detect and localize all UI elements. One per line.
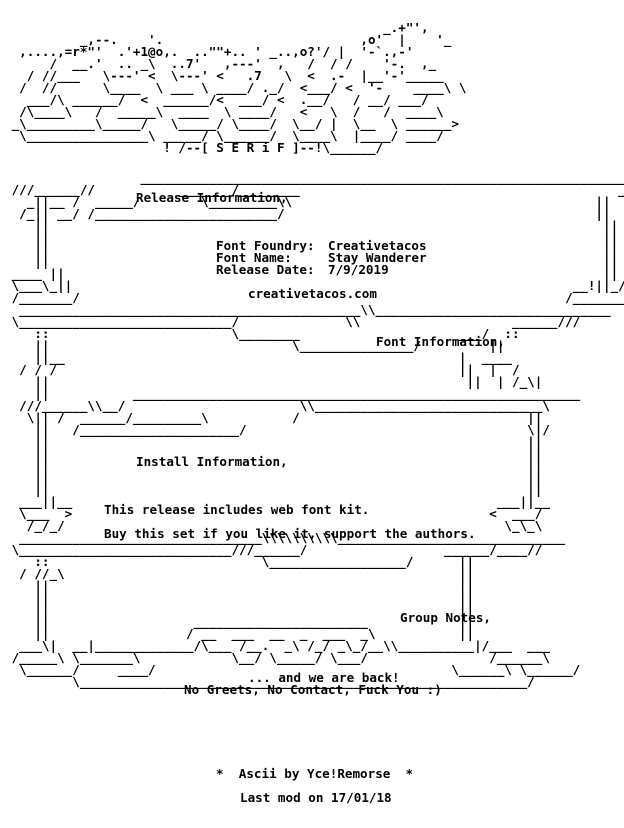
logo-art-line: /\____\ / _____\ ____ \ ____/ < \ / / __… bbox=[4, 104, 444, 119]
font-name-label: Font Name: bbox=[216, 250, 292, 265]
frame-art-line: \____________________________///______/ … bbox=[4, 542, 543, 557]
frame-art-line: || || bbox=[4, 578, 475, 593]
frame-art-line: || || bbox=[4, 482, 543, 497]
frame-art-line: \______/ ____/ \______\ \______/ bbox=[4, 662, 581, 677]
logo-art-line: _.+"', bbox=[4, 20, 429, 35]
frame-art-line: :: \__________________/ || bbox=[4, 554, 475, 569]
logo-art-line: ___/\ ______/ < ______/< ___/ < .__/ / _… bbox=[4, 92, 429, 107]
frame-art-line: / //_\ || bbox=[4, 566, 475, 581]
font-foundry-label: Font Foundry: bbox=[216, 238, 315, 253]
logo-art-line: \________________\ _____/ \______/ \____… bbox=[4, 128, 444, 143]
frame-art-line: || \_______________/ || bbox=[4, 338, 505, 353]
frame-art-line: / / / || | / bbox=[4, 362, 520, 377]
frame-art-line: || || bbox=[4, 458, 543, 473]
serif-ascii-logo: _.+"', _,--. '. ,o' | '_ ,....,=r*"' .'+… bbox=[4, 20, 467, 155]
frame-art-line: || || bbox=[4, 602, 475, 617]
frame-art-line: \_______________________________________… bbox=[4, 674, 535, 689]
group-notes-line-2: No Greets, No Contact, Fuck You :) bbox=[184, 682, 442, 697]
frame-art-line: ___\| __|_____________/\___ /__. _\ /_/ … bbox=[4, 638, 550, 653]
frame-art-line: ___||__ ___||__ bbox=[4, 494, 550, 509]
font-foundry-value: Creativetacos bbox=[328, 238, 427, 253]
release-date-label: Release Date: bbox=[216, 262, 315, 277]
frame-art-line: /_______/ /________/ bbox=[4, 290, 624, 305]
logo-art-line: ! /--[ S E R i F ]--!\______/ bbox=[4, 140, 384, 155]
frame-art-line: || || bbox=[4, 254, 619, 269]
frame-art-line: ________________________________________… bbox=[4, 302, 611, 317]
frame-art-line: \____________________________/ \\ ______… bbox=[4, 314, 581, 329]
frame-art-line: ///______// _______/________ ___\ bbox=[4, 182, 624, 197]
frame-art-line: || || bbox=[4, 590, 475, 605]
frame-art-line: || || bbox=[4, 470, 543, 485]
font-information-header: Font Information, bbox=[376, 334, 505, 349]
frame-art-line: || / __ ___ __ _ ___ _\ || bbox=[4, 626, 475, 641]
ascii-credit: * Ascii by Yce!Remorse * bbox=[216, 766, 414, 781]
logo-art-line: / //___ \---' < \---' < .7 \ < .- |__'-'… bbox=[4, 68, 444, 83]
frame-art-line: :: \________ ___/ :: bbox=[4, 326, 520, 341]
frame-art-line: ________________________________\\\\\\\\… bbox=[4, 530, 566, 545]
frame-art-line: || || bbox=[4, 218, 619, 233]
install-line-1: This release includes web font kit. bbox=[104, 502, 370, 517]
frame-art-line: ____ || || bbox=[4, 266, 619, 281]
frame-art-line: \|| / ______/_________\ / || bbox=[4, 410, 543, 425]
frame-art-line: || || bbox=[4, 230, 619, 245]
frame-art-line: \___\_|| __!||_/// bbox=[4, 278, 624, 293]
frame-art-line: _||__ / _____/ \_________\\ || bbox=[4, 194, 611, 209]
group-notes-line-1: ... and we are back! bbox=[248, 670, 400, 685]
logo-art-line: ,....,=r*"' .'+1@o,. ..""+.. ' _..,o?'/ … bbox=[4, 44, 414, 59]
frame-art-line: || || bbox=[4, 242, 619, 257]
frame-art-line: /_/_/ \_\_\ bbox=[4, 518, 543, 533]
frame-art-line: ________________________________________… bbox=[4, 170, 624, 185]
frame-art-line: || || | /_\| bbox=[4, 374, 543, 389]
frame-art-line: ||__ | ____ bbox=[4, 350, 512, 365]
last-modified: Last mod on 17/01/18 bbox=[240, 790, 392, 805]
frame-art-line: || _____________________________________… bbox=[4, 386, 581, 401]
frame-art-line: ///______\\__/ \\_______________________… bbox=[4, 398, 550, 413]
frame-art-line: /_____\ \_______\ \__/ \_____/ \___/ /__… bbox=[4, 650, 550, 665]
frame-art-line: || /_____________________/ \|/ bbox=[4, 422, 550, 437]
frame-art-line: || _______________________ || bbox=[4, 614, 475, 629]
frame-art-line: /_|| __/ /________________________/ || bbox=[4, 206, 611, 221]
logo-art-line: _\_________\_____/ \_____/ \____/ \__/ |… bbox=[4, 116, 459, 131]
install-information-header: Install Information, bbox=[136, 454, 288, 469]
release-date-value: 7/9/2019 bbox=[328, 262, 389, 277]
frame-art-line: \___ > < ___/ bbox=[4, 506, 543, 521]
release-information-header: Release Information, bbox=[136, 190, 288, 205]
frame-art-line: || || bbox=[4, 446, 543, 461]
logo-art-line: / __.' .. _\ ..7' ,---' , / / / '-. ,_ bbox=[4, 56, 437, 71]
logo-art-line: / // \____ \ ___ \ ____/ ._/ <___/ < '- … bbox=[4, 80, 467, 95]
install-line-2: Buy this set if you like it, support the… bbox=[104, 526, 476, 541]
logo-art-line: _,--. '. ,o' | '_ bbox=[4, 32, 452, 47]
group-notes-header: Group Notes, bbox=[400, 610, 491, 625]
font-name-value: Stay Wanderer bbox=[328, 250, 427, 265]
website-link[interactable]: creativetacos.com bbox=[248, 286, 377, 301]
frame-art-line: || || bbox=[4, 434, 543, 449]
ascii-frame-art: ________________________________________… bbox=[4, 170, 624, 689]
